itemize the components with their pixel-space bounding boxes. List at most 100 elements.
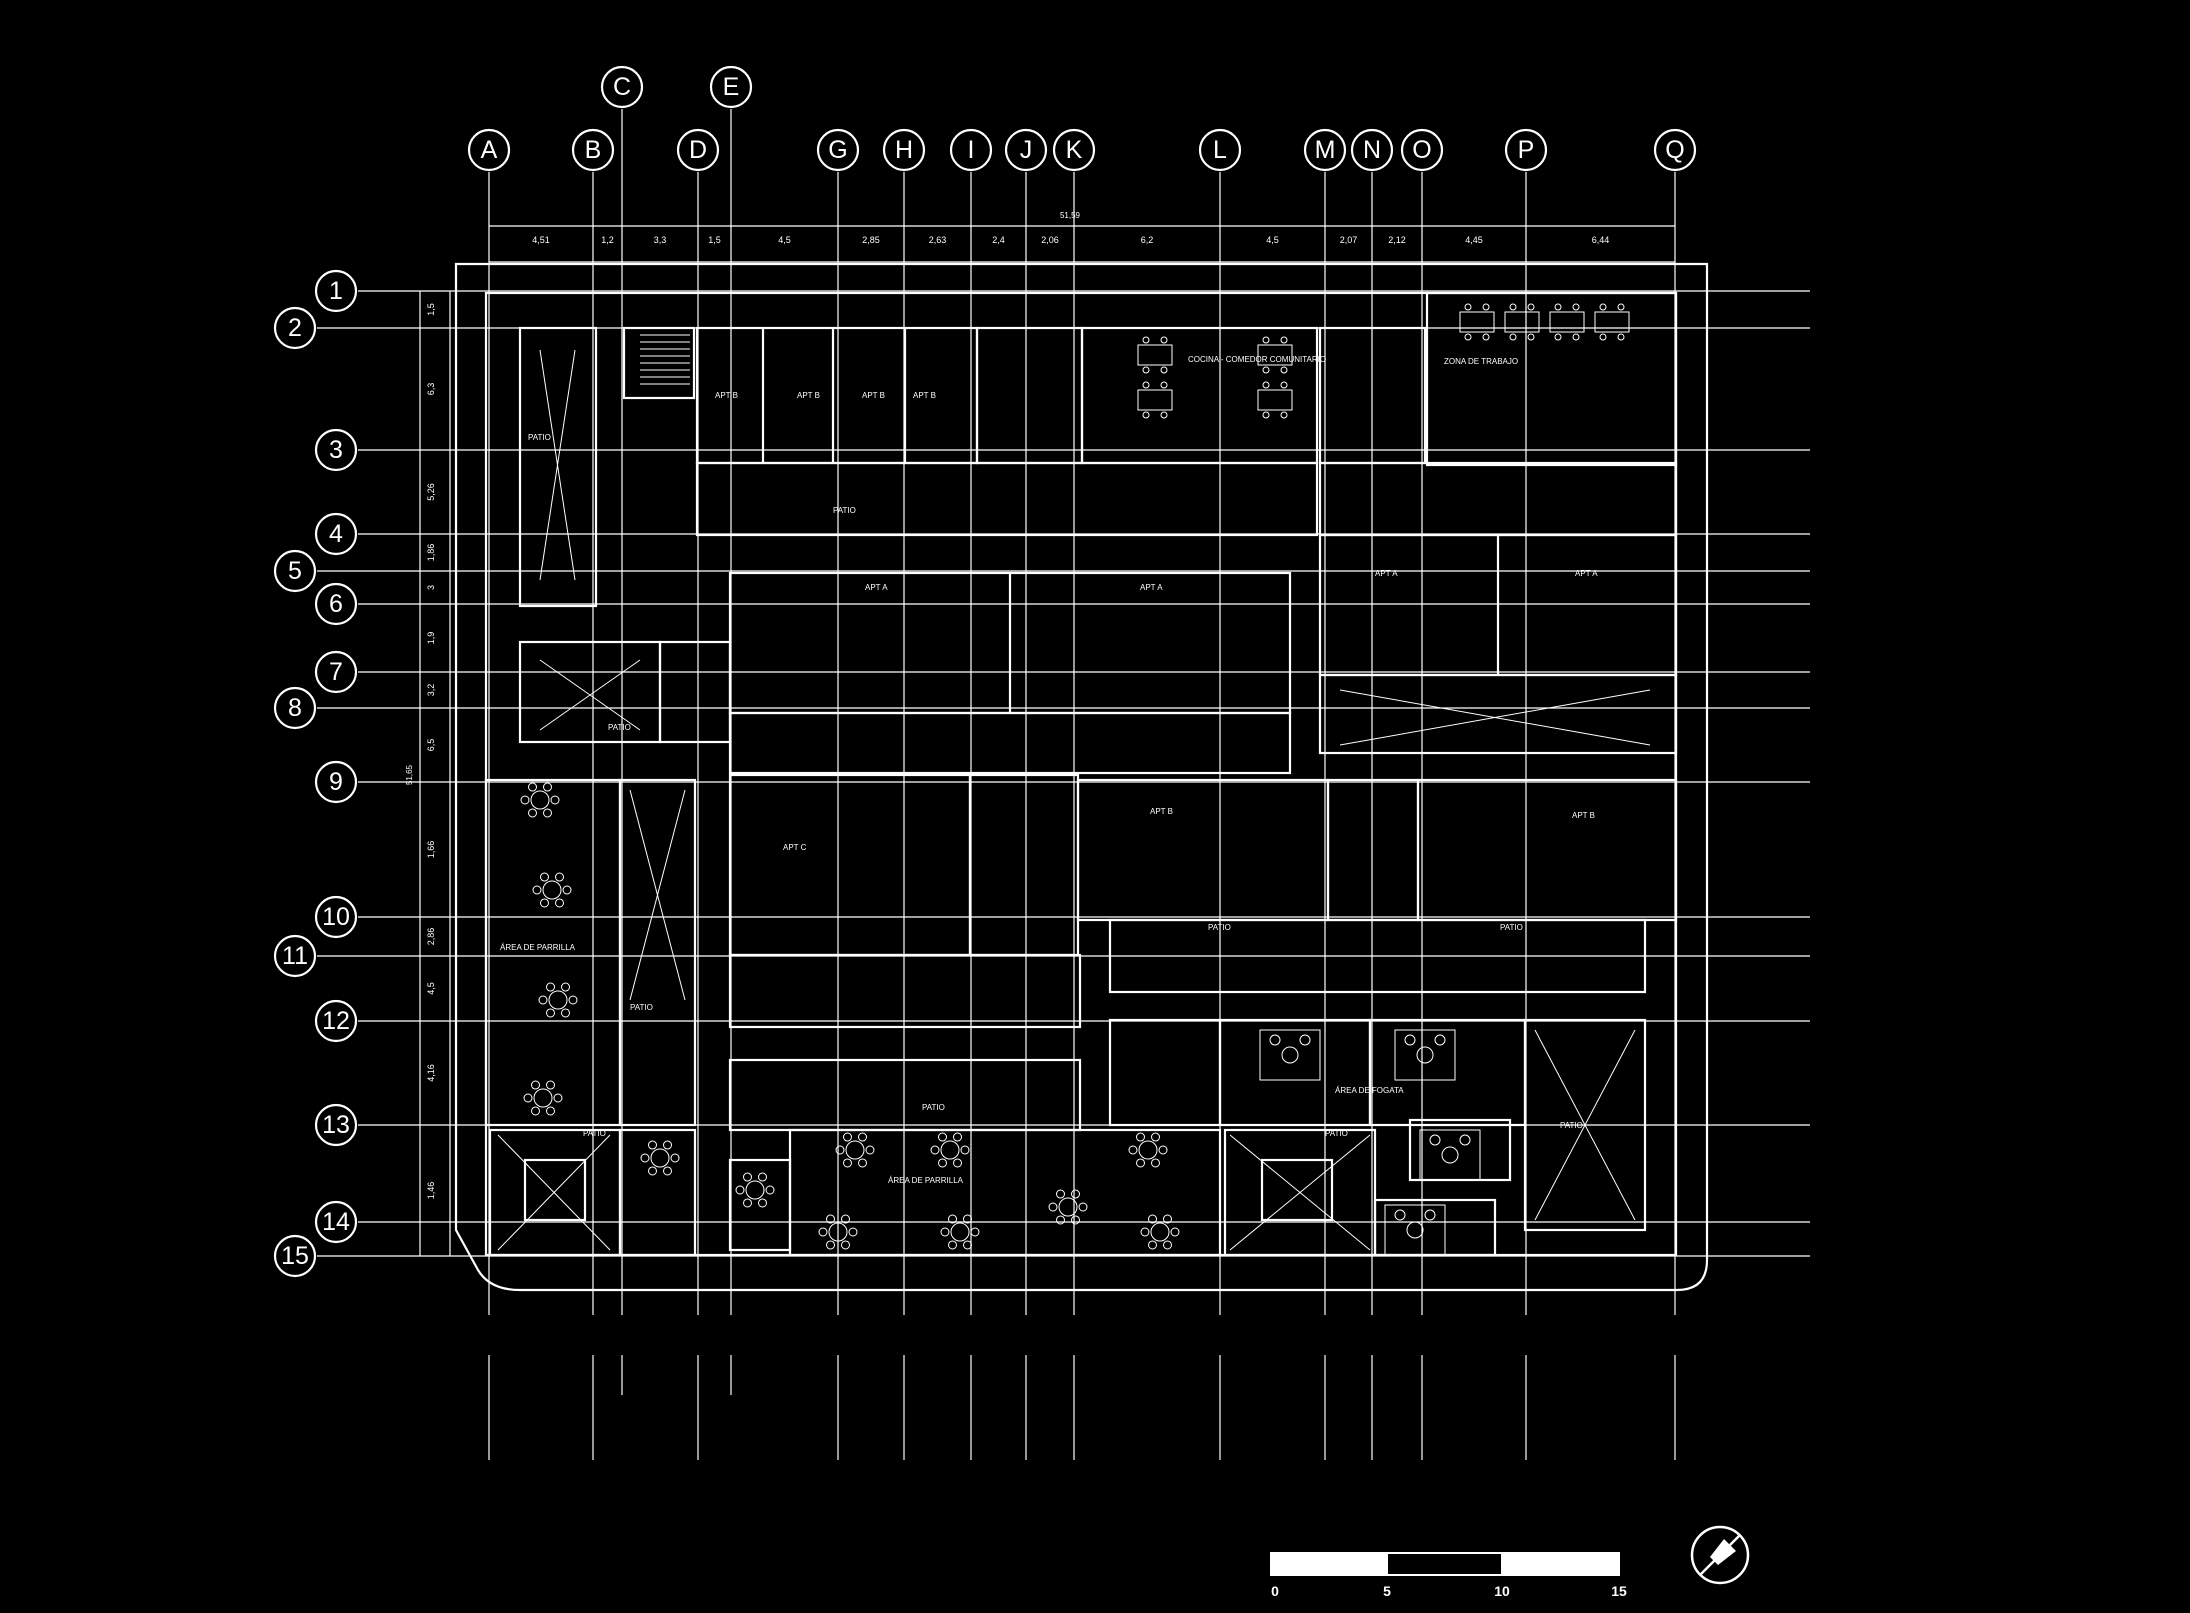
grid-bubble-label: 10	[322, 903, 350, 931]
grid-bubble-label: A	[481, 136, 498, 164]
dimension-left: 6,3	[426, 383, 436, 396]
dimension-left: 4,16	[426, 1064, 436, 1082]
label-apt-b-5: APT B	[1150, 807, 1173, 816]
grid-bubble-label: I	[968, 136, 975, 164]
dimension-left: 4,5	[426, 982, 436, 995]
label-apt-b-4: APT B	[913, 391, 936, 400]
grid-bubble-row-3: 3	[314, 428, 358, 472]
label-apt-a-4: APT A	[1575, 569, 1598, 578]
grid-bubble-I: I	[949, 128, 993, 172]
dimension-left: 3	[426, 585, 436, 590]
grid-bubble-label: P	[1518, 136, 1535, 164]
scale-label-5: 5	[1383, 1583, 1391, 1599]
label-patio-10: PATIO	[1560, 1121, 1583, 1130]
grid-bubble-row-5: 5	[273, 549, 317, 593]
label-apt-b-2: APT B	[797, 391, 820, 400]
grid-bubble-label: B	[585, 136, 602, 164]
grid-bubble-label: C	[613, 73, 631, 101]
room-labels: COCINA - COMEDOR COMUNITARIO ZONA DE TRA…	[500, 355, 1598, 1185]
label-zona-trabajo: ZONA DE TRABAJO	[1444, 357, 1518, 366]
round-table-icon	[735, 1172, 775, 1208]
grid-bubble-label: 12	[322, 1007, 350, 1035]
label-patio-3: PATIO	[608, 723, 631, 732]
dining-table-icon	[1257, 336, 1293, 374]
dimension-left: 1,5	[426, 303, 436, 316]
scale-label-15: 15	[1611, 1583, 1627, 1599]
dining-table-icon	[1257, 381, 1293, 419]
grid-bubble-row-9: 9	[314, 760, 358, 804]
label-apt-a-3: APT A	[1375, 569, 1398, 578]
dimension-top: 4,5	[1266, 235, 1279, 245]
label-patio-8: PATIO	[583, 1129, 606, 1138]
overall-width: 51,59	[1060, 211, 1081, 220]
grid-bubble-label: 8	[288, 694, 302, 722]
dimension-top: 3,3	[654, 235, 667, 245]
dining-table-icon	[1459, 303, 1495, 341]
grid-bubble-row-11: 11	[273, 934, 317, 978]
grid-bubble-row-13: 13	[314, 1103, 358, 1147]
dimension-top: 1,5	[708, 235, 721, 245]
label-patio-4: PATIO	[1208, 923, 1231, 932]
grid-bubble-M: M	[1303, 128, 1347, 172]
grid-bubble-G: G	[816, 128, 860, 172]
scale-label-10: 10	[1494, 1583, 1510, 1599]
fire-pit-icon	[1259, 1029, 1321, 1081]
dimension-top: 2,85	[862, 235, 880, 245]
fire-pit-icon	[1419, 1129, 1481, 1181]
grid-bubble-label: D	[689, 136, 707, 164]
north-arrow-icon	[1690, 1525, 1750, 1585]
grid-bubble-K: K	[1052, 128, 1096, 172]
grid-bubble-P: P	[1504, 128, 1548, 172]
grid-lines	[317, 109, 1810, 1460]
grid-bubble-row-1: 1	[314, 269, 358, 313]
label-patio-2: PATIO	[833, 506, 856, 515]
grid-bubble-row-6: 6	[314, 582, 358, 626]
grid-bubble-label: L	[1213, 136, 1227, 164]
grid-bubble-label: N	[1363, 136, 1381, 164]
label-patio-5: PATIO	[1500, 923, 1523, 932]
round-table-icon	[520, 782, 560, 818]
label-apt-a-2: APT A	[1140, 583, 1163, 592]
dimension-top: 6,2	[1141, 235, 1154, 245]
grid-bubble-row-4: 4	[314, 512, 358, 556]
dimension-top: 2,07	[1340, 235, 1358, 245]
grid-bubble-label: E	[723, 73, 740, 101]
label-patio-7: PATIO	[922, 1103, 945, 1112]
round-table-icon	[940, 1214, 980, 1250]
grid-bubble-label: 9	[329, 768, 343, 796]
grid-bubble-label: 6	[329, 590, 343, 618]
grid-bubble-J: J	[1004, 128, 1048, 172]
grid-bubble-A: A	[467, 128, 511, 172]
dimension-top: 4,5	[778, 235, 791, 245]
label-apt-a-1: APT A	[865, 583, 888, 592]
overall-height: 51,65	[405, 764, 414, 785]
grid-bubble-label: 7	[329, 658, 343, 686]
grid-bubble-label: O	[1412, 136, 1431, 164]
grid-bubble-label: Q	[1665, 136, 1684, 164]
grid-bubble-L: L	[1198, 128, 1242, 172]
label-patio-9: PATIO	[1325, 1129, 1348, 1138]
grid-bubble-label: G	[828, 136, 847, 164]
furniture-symbols	[520, 303, 1630, 1256]
grid-bubble-label: 4	[329, 520, 343, 548]
grid-bubble-label: 13	[322, 1111, 350, 1139]
dining-table-icon	[1594, 303, 1630, 341]
scale-label-0: 0	[1271, 1583, 1279, 1599]
dimension-left: 3,2	[426, 684, 436, 697]
fire-pit-icon	[1384, 1204, 1446, 1256]
grid-bubble-row-15: 15	[273, 1234, 317, 1278]
grid-bubble-C: C	[600, 65, 644, 109]
grid-bubble-E: E	[709, 65, 753, 109]
grid-bubble-label: H	[895, 136, 913, 164]
left-dimension-chain: 1,56,35,261,8631,93,26,51,662,864,54,161…	[419, 291, 451, 1256]
grid-bubble-O: O	[1400, 128, 1444, 172]
grid-bubble-label: 1	[329, 277, 343, 305]
dimension-top: 1,2	[601, 235, 614, 245]
dining-table-icon	[1137, 381, 1173, 419]
round-table-icon	[1140, 1214, 1180, 1250]
dimension-left: 5,26	[426, 483, 436, 501]
dimension-left: 1,46	[426, 1182, 436, 1200]
scale-bar: 0 5 10 15	[1270, 1552, 1627, 1599]
label-fogata: ÁREA DE FOGATA	[1335, 1086, 1404, 1095]
dimension-top: 2,4	[992, 235, 1005, 245]
